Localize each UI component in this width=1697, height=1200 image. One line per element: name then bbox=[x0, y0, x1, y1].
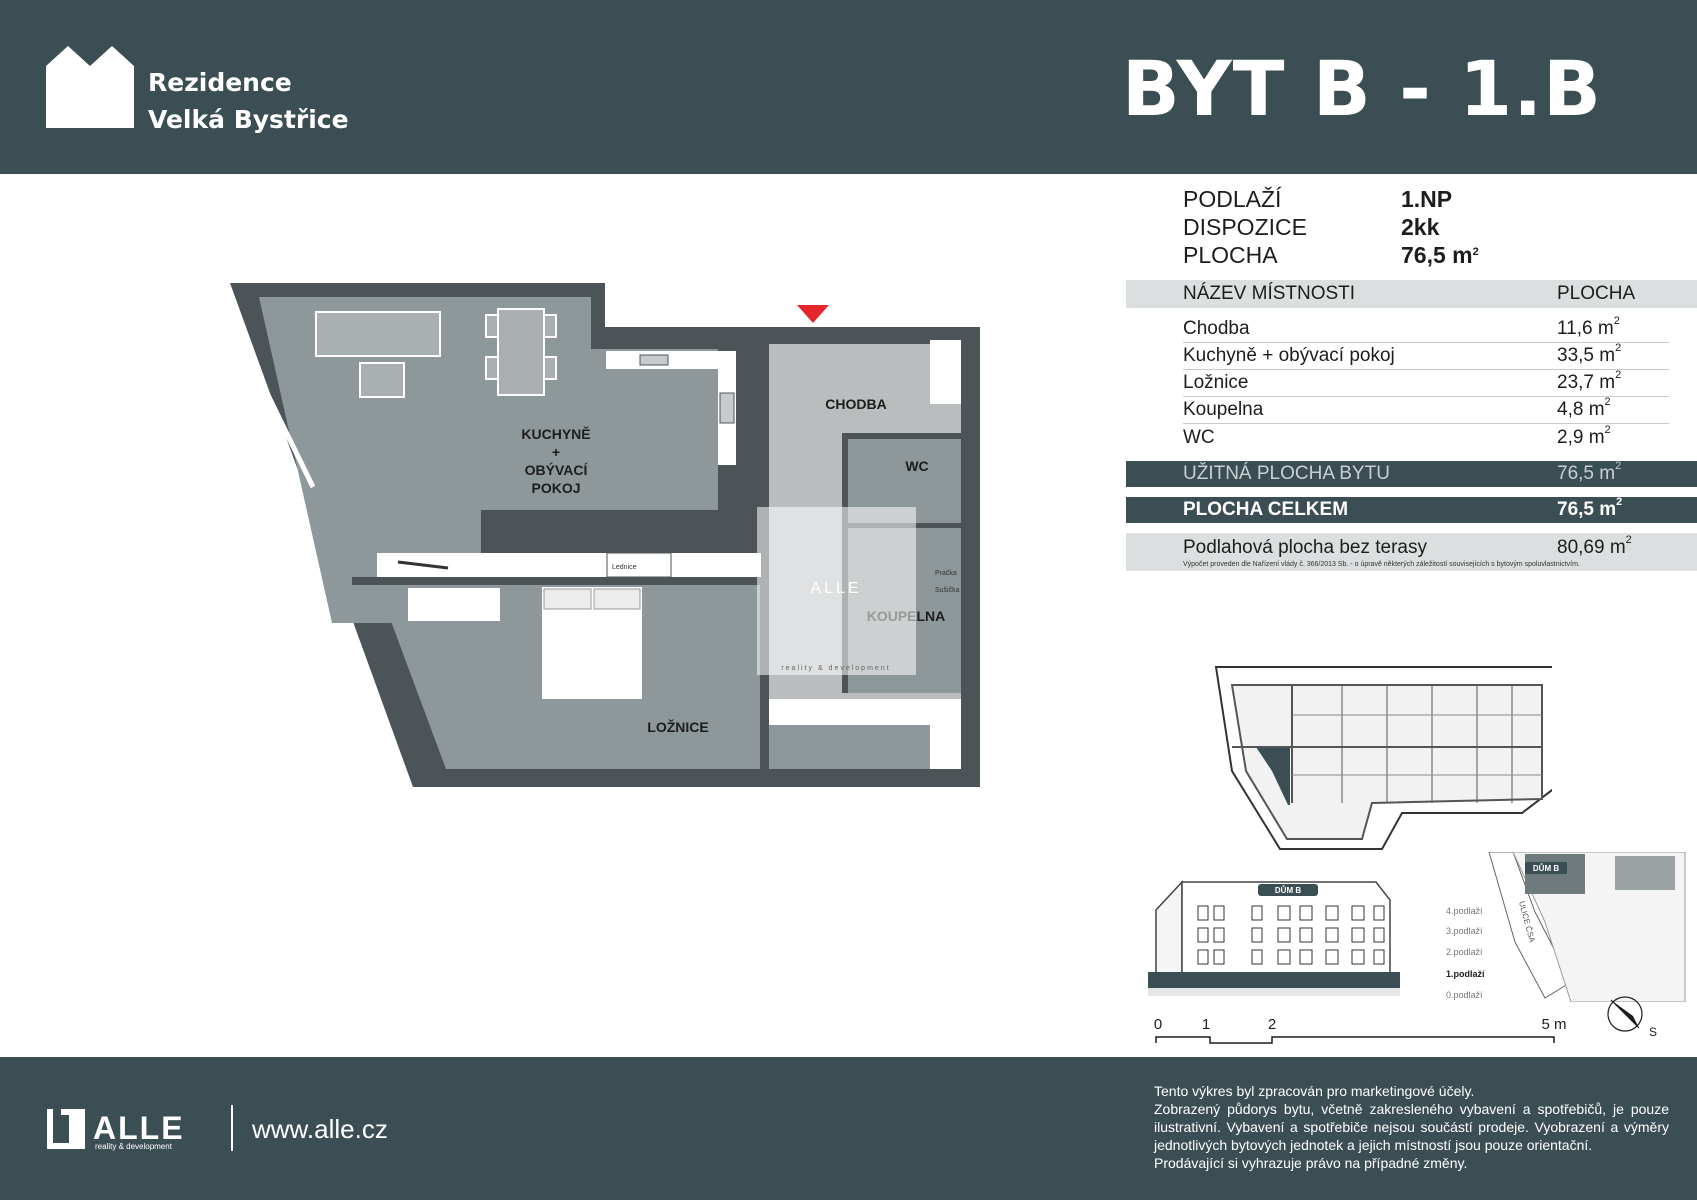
living-room-floor bbox=[259, 297, 591, 630]
scale-bar: 0 1 2 5 m bbox=[1154, 1016, 1567, 1044]
chair bbox=[543, 356, 557, 380]
alle-wordmark: ALLE bbox=[93, 1110, 185, 1146]
watermark-box bbox=[757, 507, 916, 675]
floor-label: 3.podlaží bbox=[1446, 926, 1483, 936]
website-link[interactable]: www.alle.cz bbox=[252, 1114, 388, 1144]
table-row: WC 2,9 m2 bbox=[1183, 423, 1611, 448]
unit-title: BYT B - 1.B bbox=[1121, 44, 1602, 133]
header-area: PLOCHA bbox=[1557, 283, 1636, 304]
interior-wall bbox=[352, 577, 766, 585]
unit-summary: PODLAŽÍ 1.NP DISPOZICE 2kk PLOCHA 76,5 m… bbox=[1183, 185, 1479, 269]
alle-logo: ALLE reality & development bbox=[47, 1109, 185, 1151]
summary-label: PLOCHA bbox=[1183, 242, 1278, 268]
floor-plan: Lednice KUCHYNĚ + OBÝVACÍ POKOJ CHODBA W… bbox=[230, 283, 980, 787]
chair bbox=[543, 314, 557, 338]
wardrobe bbox=[769, 699, 930, 725]
alle-tagline: reality & development bbox=[95, 1142, 173, 1151]
summary-label: DISPOZICE bbox=[1183, 214, 1307, 240]
tv bbox=[397, 560, 449, 570]
footer-divider bbox=[231, 1105, 233, 1151]
site-map: DŮM B ULICE ČSA bbox=[1488, 852, 1686, 1002]
interior-wall bbox=[591, 341, 766, 349]
washer-label: Pračka bbox=[935, 570, 957, 577]
summary-label: PODLAŽÍ bbox=[1183, 186, 1282, 212]
summary-value: 2kk bbox=[1401, 214, 1440, 240]
total-area-row: PLOCHA CELKEM 76,5 m2 bbox=[1126, 496, 1697, 523]
compass-label: S bbox=[1649, 1025, 1657, 1039]
room-label-wc: WC bbox=[905, 458, 928, 474]
window bbox=[339, 633, 393, 735]
chair bbox=[485, 356, 499, 380]
watermark-sub: reality & development bbox=[781, 665, 890, 672]
header-room-name: NÁZEV MÍSTNOSTI bbox=[1183, 283, 1356, 304]
footer-bar bbox=[0, 1057, 1697, 1200]
scale-tick: 0 bbox=[1154, 1016, 1162, 1033]
building-key-plan bbox=[1214, 666, 1552, 850]
brand-line-1: Rezidence bbox=[148, 68, 292, 97]
table-header: NÁZEV MÍSTNOSTI PLOCHA bbox=[1126, 280, 1697, 308]
interior-wall bbox=[842, 433, 961, 439]
coffee-table bbox=[359, 362, 405, 398]
house-logo-icon bbox=[46, 46, 134, 128]
dining-table bbox=[497, 308, 545, 396]
table-row: Ložnice 23,7 m2 bbox=[1183, 369, 1669, 397]
room-label-kitchen: OBÝVACÍ bbox=[525, 461, 589, 478]
chair bbox=[485, 314, 499, 338]
floor-label-active: 1.podlaží bbox=[1446, 969, 1485, 979]
brand-name: Rezidence Velká Bystřice bbox=[148, 64, 349, 138]
fridge-label: Lednice bbox=[612, 564, 637, 571]
summary-row-floor: PODLAŽÍ 1.NP bbox=[1183, 185, 1479, 213]
floor-area-row: Podlahová plocha bez terasy 80,69 m2 Výp… bbox=[1126, 533, 1697, 571]
table-row: Koupelna 4,8 m2 bbox=[1183, 396, 1669, 424]
active-floor-band bbox=[1148, 972, 1400, 988]
floor-label: 4.podlaží bbox=[1446, 906, 1483, 916]
room-label-kitchen: KUCHYNĚ bbox=[521, 425, 590, 442]
floor-label: 2.podlaží bbox=[1446, 947, 1483, 957]
table-row: Kuchyně + obývací pokoj 33,5 m2 bbox=[1183, 342, 1669, 370]
sitemap-house-label: DŮM B bbox=[1533, 863, 1559, 873]
entrance-marker-icon bbox=[797, 305, 829, 323]
cooktop bbox=[719, 392, 735, 424]
summary-value: 76,5 m2 bbox=[1401, 242, 1479, 268]
sofa bbox=[315, 311, 441, 357]
summary-row-area: PLOCHA 76,5 m2 bbox=[1183, 241, 1479, 269]
building-elevation: DŮM B 4.podlaží 3.podlaží 2.podlaží 1.po… bbox=[1148, 880, 1485, 1000]
room-label-bedroom: LOŽNICE bbox=[647, 718, 708, 735]
summary-value: 1.NP bbox=[1401, 186, 1453, 212]
sink bbox=[639, 354, 669, 366]
room-area-table: NÁZEV MÍSTNOSTI PLOCHA Chodba 11,6 m2 Ku… bbox=[1126, 280, 1697, 571]
scale-tick: 5 m bbox=[1541, 1016, 1566, 1033]
usable-area-row: UŽITNÁ PLOCHA BYTU 76,5 m2 bbox=[1126, 460, 1697, 487]
window bbox=[261, 385, 316, 489]
alle-mark-icon bbox=[47, 1109, 85, 1149]
summary-row-layout: DISPOZICE 2kk bbox=[1183, 213, 1479, 241]
scale-tick: 1 bbox=[1202, 1016, 1210, 1033]
room-label-kitchen: POKOJ bbox=[531, 480, 580, 496]
desk bbox=[408, 588, 500, 621]
scale-tick: 2 bbox=[1268, 1016, 1276, 1033]
pillow bbox=[593, 588, 641, 610]
north-arrow-icon: S bbox=[1607, 996, 1657, 1039]
calculation-note: Výpočet proveden dle Nařízení vlády č. 3… bbox=[1183, 561, 1580, 568]
room-label-corridor: CHODBA bbox=[825, 396, 886, 412]
table-row: Chodba 11,6 m2 bbox=[1183, 315, 1669, 343]
room-list: Chodba 11,6 m2 Kuchyně + obývací pokoj 3… bbox=[1126, 315, 1697, 451]
storage-wall bbox=[377, 553, 761, 577]
highlighted-unit bbox=[1256, 747, 1290, 805]
shelf bbox=[930, 340, 961, 404]
disclaimer-text: Tento výkres byl zpracován pro marketing… bbox=[1154, 1083, 1669, 1171]
shelf bbox=[930, 699, 961, 769]
elevation-house-label: DŮM B bbox=[1275, 885, 1301, 895]
pillow bbox=[543, 588, 592, 610]
dryer-label: Sušička bbox=[935, 587, 960, 594]
watermark-brand: ALLE bbox=[810, 580, 861, 597]
brand-line-2: Velká Bystřice bbox=[148, 105, 349, 134]
fridge-box bbox=[606, 552, 672, 578]
header-bar bbox=[0, 0, 1697, 174]
floor-label: 0.podlaží bbox=[1446, 990, 1483, 1000]
room-label-kitchen: + bbox=[552, 444, 560, 460]
